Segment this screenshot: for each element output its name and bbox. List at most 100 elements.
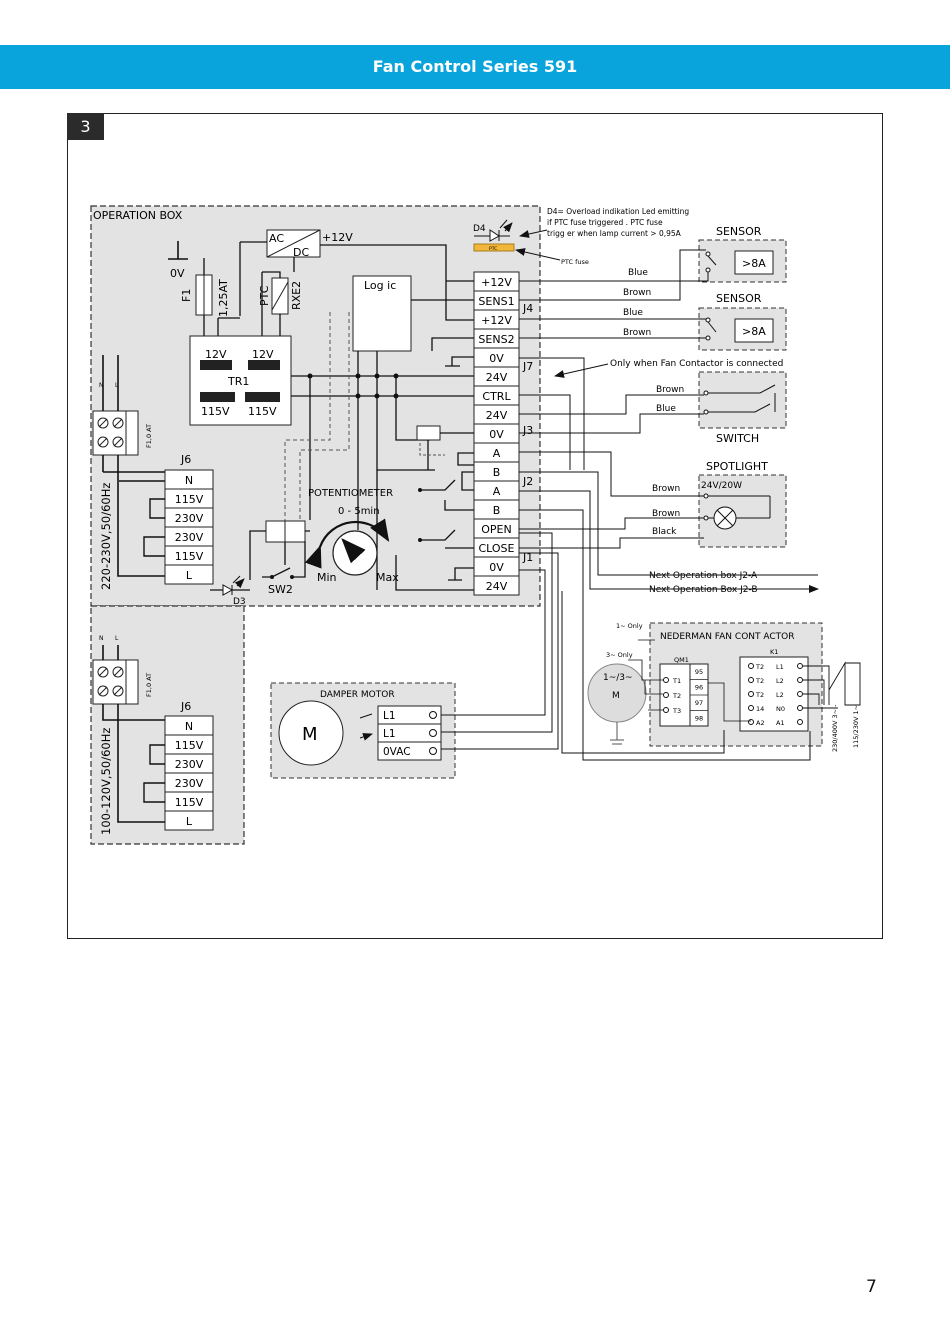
terminal-2: +12V <box>481 314 512 327</box>
supply-230-n: N <box>99 382 104 389</box>
next-box-a: Next Operation box J2-A <box>649 571 758 581</box>
logic-section: Log ic SW2 D3 POTENTIOMETER 0 - 5min <box>210 220 514 607</box>
switch-section: Only when Fan Contactor is connected SWI… <box>519 357 787 470</box>
min-label: Min <box>317 571 337 584</box>
terminal-11: A <box>493 485 501 498</box>
damper-terminal-0: L1 <box>383 710 396 722</box>
supply-1ph-label: 115/230V 1~ <box>852 705 860 748</box>
ptc-fuse-label: PTC fuse <box>561 258 589 266</box>
k1-right-1: L2 <box>776 677 784 685</box>
ptc-label: PTC <box>258 285 271 306</box>
qm1-t-2: T3 <box>672 707 681 715</box>
rxe2-label: RXE2 <box>290 281 303 310</box>
sensor1-title: SENSOR <box>716 225 762 238</box>
k1-left-4: A2 <box>756 719 765 727</box>
fan-contactor-note: Only when Fan Contactor is connected <box>610 359 783 369</box>
connector-j1: J1 <box>522 551 533 564</box>
k1-left-1: T2 <box>755 677 764 685</box>
fan-contactor-phase: 1~/3~ <box>603 673 633 683</box>
potentiometer-label: POTENTIOMETER <box>308 488 393 499</box>
tr-115v-b: 115V <box>248 405 277 418</box>
sensor2-rating: >8A <box>742 325 766 338</box>
supply-115: 100-120V,50/60Hz N L F1,0 AT J6 N115V230… <box>92 635 214 835</box>
supply_230-terminal-0: N <box>185 474 193 487</box>
damper-terminal-2: 0VAC <box>383 746 411 758</box>
k1-left-2: T2 <box>755 691 764 699</box>
spotlight-rating: 24V/20W <box>701 481 742 491</box>
d4-note-line2: if PTC fuse triggered . PTC fuse <box>547 218 663 227</box>
d4-note-line3: trigg er when lamp current > 0,95A <box>547 229 682 238</box>
plus12v-label: +12V <box>322 231 353 244</box>
page-number: 7 <box>866 1277 877 1297</box>
power-section: AC DC +12V 0V F1 1,25AT PTC RXE2 12V 12V… <box>168 229 474 426</box>
supply_115-terminal-2: 230V <box>175 758 204 771</box>
qm1-label: QM1 <box>674 656 689 664</box>
spotlight-title: SPOTLIGHT <box>706 460 768 473</box>
next-box-section: Next Operation box J2-A Next Operation B… <box>519 471 818 595</box>
tr1-label: TR1 <box>227 375 249 388</box>
sw2-label: SW2 <box>268 583 293 596</box>
switch-title: SWITCH <box>716 432 759 445</box>
supply-230-fuse: F1,0 AT <box>145 424 153 448</box>
figure-frame <box>67 113 883 939</box>
connector-j3: J3 <box>522 424 533 437</box>
supply-115-fuse: F1,0 AT <box>145 673 153 697</box>
sensor-1: SENSOR >8A Blue Brown <box>519 225 787 301</box>
operation-box <box>90 205 541 607</box>
sensor1-blue: Blue <box>628 268 648 278</box>
d4-note: D4= Overload indikation Led emitting if … <box>515 207 689 266</box>
qm1-aux-0: 95 <box>695 668 703 676</box>
terminal-1: SENS1 <box>478 295 514 308</box>
sensor-2: SENSOR >8A Blue Brown <box>519 292 787 351</box>
damper-terminal-1: L1 <box>383 728 396 740</box>
step-badge: 3 <box>67 113 104 140</box>
supply-230-j6: J6 <box>180 453 191 466</box>
supply-115-j6: J6 <box>180 700 191 713</box>
supply-115-label: 100-120V,50/60Hz <box>99 728 113 835</box>
supply_230-terminal-2: 230V <box>175 512 204 525</box>
terminal-12: B <box>493 504 501 517</box>
supply-115-l: L <box>115 635 119 642</box>
qm1-aux-3: 98 <box>695 715 703 723</box>
supply-115-n: N <box>99 635 104 642</box>
supply-3ph-label: 230/400V 3~ - <box>831 704 839 752</box>
terminal-5: 24V <box>486 371 508 384</box>
fuse-rating-label: 1,25AT <box>217 279 230 317</box>
terminal-8: 0V <box>489 428 504 441</box>
fan-contactor-one: 1~ Only <box>616 622 643 630</box>
terminal-6: CTRL <box>482 390 511 403</box>
sensor1-rating: >8A <box>742 257 766 270</box>
f1-label: F1 <box>180 289 193 302</box>
k1-label: K1 <box>770 648 778 656</box>
supply_230-terminal-1: 115V <box>175 493 204 506</box>
supply_115-terminal-1: 115V <box>175 739 204 752</box>
terminal-14: CLOSE <box>478 542 514 555</box>
supply_230-terminal-5: L <box>186 569 193 582</box>
supply_230-terminal-4: 115V <box>175 550 204 563</box>
k1-right-4: A1 <box>776 719 785 727</box>
supply_230-terminal-3: 230V <box>175 531 204 544</box>
ac-label: AC <box>269 232 284 245</box>
d3-label: D3 <box>233 597 246 607</box>
damper-motor-title: DAMPER MOTOR <box>320 690 395 700</box>
supply-230-l: L <box>115 382 119 389</box>
qm1-t-0: T1 <box>672 677 681 685</box>
k1-left-3: 14 <box>756 705 764 713</box>
k1-right-0: L1 <box>776 663 784 671</box>
tr-12v-b: 12V <box>252 348 274 361</box>
spotlight-brown2: Brown <box>652 509 680 519</box>
supply-230-label: 220-230V,50/60Hz <box>99 483 113 590</box>
terminal-16: 24V <box>486 580 508 593</box>
max-label: Max <box>376 571 399 584</box>
terminal-15: 0V <box>489 561 504 574</box>
d4-label: D4 <box>473 224 486 234</box>
tr-12v-a: 12V <box>205 348 227 361</box>
k1-left-0: T2 <box>755 663 764 671</box>
dc-label: DC <box>293 246 309 259</box>
terminal-0: +12V <box>481 276 512 289</box>
supply_115-terminal-4: 115V <box>175 796 204 809</box>
zero-v-label: 0V <box>170 267 185 280</box>
pot-range-label: 0 - 5min <box>338 506 380 517</box>
